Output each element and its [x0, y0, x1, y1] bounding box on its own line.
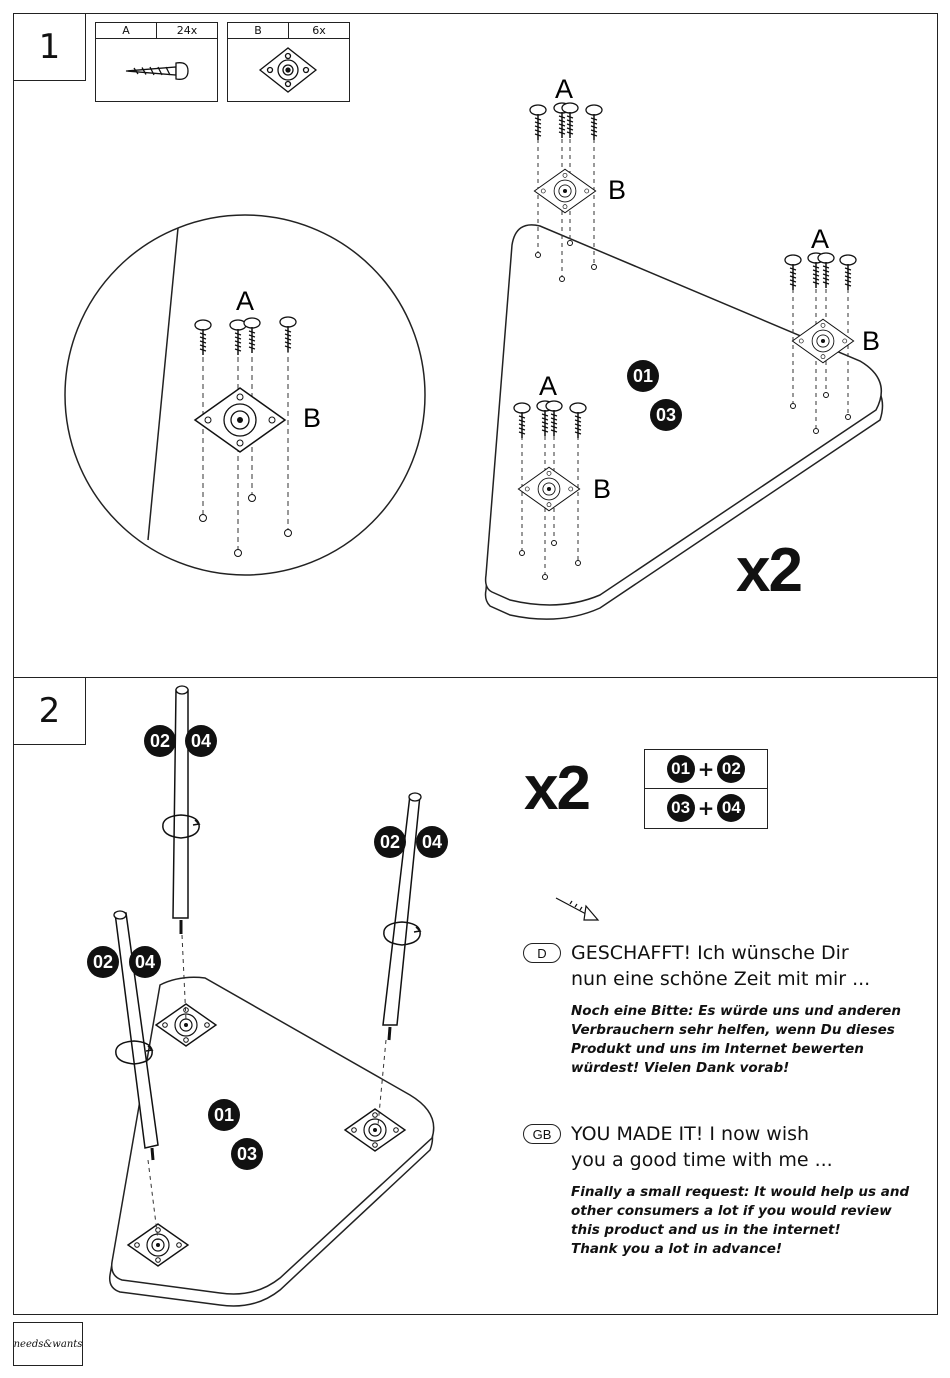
badge-03-text: 03 [656, 405, 676, 425]
combo-row-1: 01 + 02 [645, 750, 767, 788]
part-b-box: B 6x [227, 22, 350, 102]
badge-01 [627, 360, 659, 392]
lang-badge-de: D [523, 943, 561, 963]
part-a-letter: A [122, 24, 130, 37]
message-gb-heading: YOU MADE IT! I now wish you a good time … [571, 1123, 833, 1171]
part-b-header: B 6x [228, 23, 349, 39]
lang-badge-gb: GB [523, 1124, 561, 1144]
combo-1-right: 02 [717, 755, 746, 783]
combo-box: 01 + 02 03 + 04 [644, 749, 768, 829]
combo-1-plus: + [697, 757, 715, 781]
right-screw-label: A [811, 224, 829, 254]
screwdriver-icon [555, 897, 600, 921]
step-1-drawing: A B A B A B A B 01 03 [64, 74, 884, 620]
combo-1-left: 01 [666, 755, 695, 783]
part-a-header: A 24x [96, 23, 217, 39]
leg1-badge-02: 02 [150, 731, 170, 751]
right-plate-label: B [862, 326, 880, 356]
part-a-qty: 24x [156, 23, 217, 38]
step-1-number: 1 [13, 13, 86, 81]
combo-2-right: 04 [717, 794, 746, 822]
badge-01-text: 01 [633, 366, 653, 386]
combo-2-left: 03 [666, 794, 695, 822]
part-a-box: A 24x [95, 22, 218, 102]
part-b-letter: B [254, 24, 262, 37]
detail-screw-label: A [236, 286, 254, 316]
top-badge-03: 03 [237, 1144, 257, 1164]
top-screw-label: A [555, 74, 573, 104]
message-de-note: Noch eine Bitte: Es würde uns und andere… [571, 1003, 901, 1076]
step-2-multiplier: x2 [524, 754, 591, 823]
detail-plate-label: B [303, 403, 321, 433]
step-2-panel [13, 677, 938, 1315]
message-de-heading: GESCHAFFT! Ich wünsche Dir nun eine schö… [571, 942, 871, 990]
leg3-badge-04: 04 [135, 952, 155, 972]
brand-logo: needs&wants [13, 1322, 83, 1366]
part-b-qty: 6x [288, 23, 349, 38]
step-1-multiplier: x2 [736, 536, 803, 605]
leg1-badge-04: 04 [191, 731, 211, 751]
tabletop-face [484, 224, 883, 606]
leg2-badge-04: 04 [422, 832, 442, 852]
combo-2-plus: + [697, 796, 715, 820]
mounting-plate-icon [258, 47, 318, 93]
top-plate-label: B [608, 175, 626, 205]
top-badge-01: 01 [214, 1105, 234, 1125]
message-gb-note: Finally a small request: It would help u… [571, 1184, 910, 1257]
screw-icon [125, 62, 189, 80]
badge-03 [650, 399, 682, 431]
combo-row-2: 03 + 04 [645, 788, 767, 827]
leg2-badge-02: 02 [380, 832, 400, 852]
leg3-badge-02: 02 [93, 952, 113, 972]
left-screw-label: A [539, 371, 557, 401]
left-plate-label: B [593, 474, 611, 504]
step-2-number: 2 [13, 677, 86, 745]
